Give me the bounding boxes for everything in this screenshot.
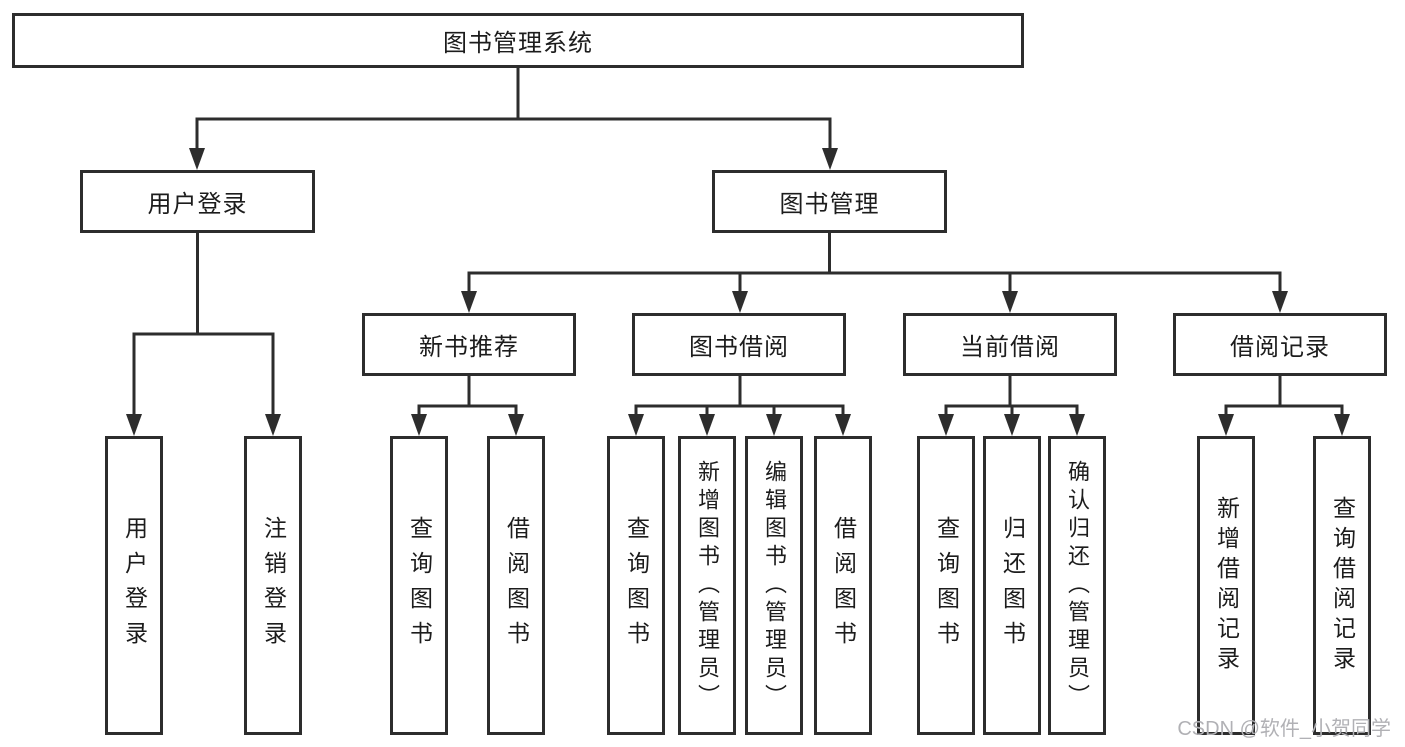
box-user-login-module: 用户登录 (80, 170, 315, 233)
arrowhead-icon (1069, 414, 1085, 436)
csdn-watermark: CSDN @软件_小贺同学 (1177, 712, 1391, 741)
arrowhead-icon (732, 291, 748, 313)
box-borrowing-query-books: 查询图书 (607, 436, 665, 735)
arrowhead-icon (628, 414, 644, 436)
arrowhead-icon (508, 414, 524, 436)
arrowhead-icon (766, 414, 782, 436)
box-borrowing-borrow-books: 借阅图书 (814, 436, 872, 735)
box-library-management-system: 图书管理系统 (12, 13, 1024, 68)
arrowhead-icon (265, 414, 281, 436)
box-borrowing-records: 借阅记录 (1173, 313, 1387, 376)
arrowhead-icon (461, 291, 477, 313)
arrowhead-icon (1272, 291, 1288, 313)
arrowhead-icon (938, 414, 954, 436)
box-add-borrow-record: 新增借阅记录 (1197, 436, 1255, 735)
arrowhead-icon (835, 414, 851, 436)
box-recommend-query-books: 查询图书 (390, 436, 448, 735)
box-add-books-admin: 新增图书（管理员） (678, 436, 736, 735)
box-user-login-leaf: 用户登录 (105, 436, 163, 735)
box-current-query-books: 查询图书 (917, 436, 975, 735)
arrowhead-icon (1002, 291, 1018, 313)
box-recommend-borrow-books: 借阅图书 (487, 436, 545, 735)
arrowhead-icon (1004, 414, 1020, 436)
arrowhead-icon (1334, 414, 1350, 436)
box-book-borrowing: 图书借阅 (632, 313, 846, 376)
arrowhead-icon (126, 414, 142, 436)
box-book-management-module: 图书管理 (712, 170, 947, 233)
box-edit-books-admin: 编辑图书（管理员） (745, 436, 803, 735)
arrowhead-icon (699, 414, 715, 436)
box-query-borrow-record: 查询借阅记录 (1313, 436, 1371, 735)
box-confirm-return-admin: 确认归还（管理员） (1048, 436, 1106, 735)
box-current-borrowing: 当前借阅 (903, 313, 1117, 376)
arrowhead-icon (411, 414, 427, 436)
box-logout: 注销登录 (244, 436, 302, 735)
box-return-books: 归还图书 (983, 436, 1041, 735)
arrowhead-icon (189, 148, 205, 170)
arrowhead-icon (1218, 414, 1234, 436)
arrowhead-icon (822, 148, 838, 170)
box-new-book-recommendation: 新书推荐 (362, 313, 576, 376)
